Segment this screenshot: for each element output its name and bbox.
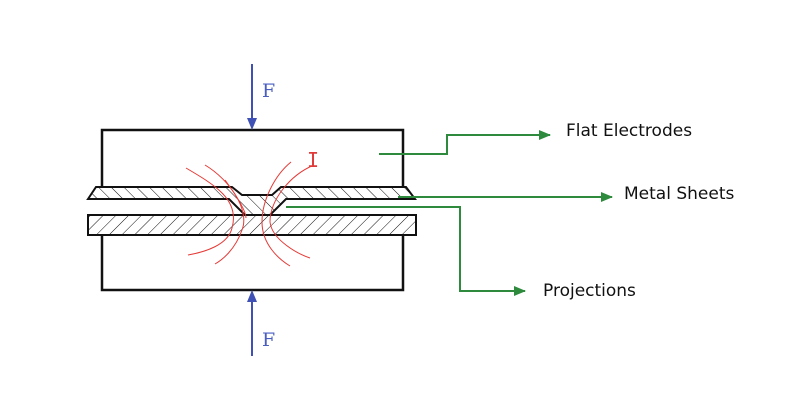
force-label-top: F <box>262 80 275 102</box>
force-arrow-top <box>247 64 257 130</box>
current-label: I <box>307 148 319 172</box>
label-metal-sheets: Metal Sheets <box>624 184 735 204</box>
current-flow-lines <box>185 161 315 267</box>
flat-electrodes <box>100 128 405 292</box>
lower-metal-sheet <box>87 214 417 236</box>
lower-electrode <box>100 235 405 292</box>
force-label-bottom: F <box>262 329 275 351</box>
label-projections: Projections <box>543 281 636 301</box>
upper-metal-sheet <box>86 186 417 216</box>
label-flat-electrodes: Flat Electrodes <box>566 121 693 141</box>
leader-flat-electrodes <box>379 130 551 155</box>
leader-projections <box>286 206 526 296</box>
upper-electrode <box>100 128 405 187</box>
force-arrow-bottom <box>247 290 257 356</box>
